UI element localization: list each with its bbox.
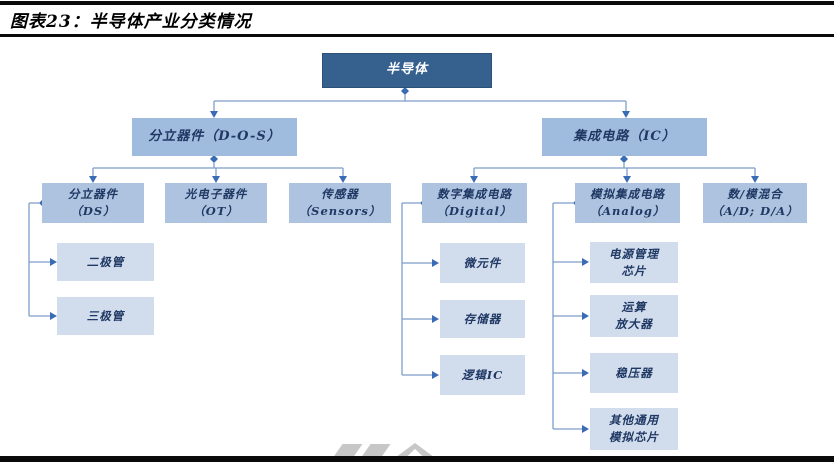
node-label-line1: 模拟集成电路 [590,187,665,202]
node-triode: 三极管 [57,297,154,335]
node-label-line1: 光电子器件 [184,187,248,202]
node-label-line1: 分立器件 [68,187,118,202]
node-memory: 存储器 [440,300,525,338]
node-label-line2: （OT） [193,204,239,218]
node-label: 半导体 [385,62,428,78]
node-optoelectronics: 光电子器件 （OT） [165,183,267,223]
node-label: 集成电路（IC） [573,128,676,144]
bottom-divider [0,456,834,462]
node-discrete-devices: 分立器件（D-O-S） [132,118,297,156]
node-label-line2: 放大器 [615,317,653,331]
node-label-line2: （Digital） [436,204,513,218]
node-discrete-ds: 分立器件 （DS） [42,183,144,223]
top-divider [0,1,834,5]
node-label-line2: （Sensors） [298,204,382,218]
node-diode: 二极管 [57,243,154,281]
node-label-line2: （Analog） [589,204,666,218]
node-sensors: 传感器 （Sensors） [289,183,391,223]
node-op-amp: 运算 放大器 [590,295,678,337]
figure-title: 图表23：半导体产业分类情况 [10,12,252,32]
node-label-line2: 模拟芯片 [609,430,659,444]
node-power-management-chip: 电源管理 芯片 [590,242,678,283]
node-label-line2: （A/D; D/A） [711,204,799,218]
node-label-line1: 其他通用 [609,413,659,428]
node-label: 逻辑IC [461,367,504,382]
node-label: 分立器件（D-O-S） [148,128,281,144]
node-label-line1: 数字集成电路 [437,187,512,202]
node-label-line1: 运算 [621,300,647,315]
node-logic-ic: 逻辑IC [440,355,525,395]
node-label: 三极管 [86,308,125,323]
node-label-line1: 传感器 [321,187,359,202]
node-label: 二极管 [86,254,125,269]
node-other-general-analog: 其他通用 模拟芯片 [590,408,678,450]
node-label: 稳压器 [615,365,653,380]
node-label-line2: （DS） [70,204,116,218]
node-mixed-signal: 数/模混合 （A/D; D/A） [703,183,807,223]
node-micro-components: 微元件 [440,243,525,283]
node-integrated-circuit: 集成电路（IC） [542,118,707,156]
watermark-icon [396,443,434,457]
node-label-line2: 芯片 [621,263,647,278]
node-digital-ic: 数字集成电路 （Digital） [422,183,527,223]
node-label-line1: 数/模混合 [727,187,783,202]
node-semiconductor: 半导体 [322,53,492,88]
node-label-line1: 电源管理 [609,246,659,261]
node-label: 存储器 [463,311,502,326]
title-divider [0,34,834,37]
node-label: 微元件 [463,255,502,270]
node-voltage-regulator: 稳压器 [590,353,678,393]
node-analog-ic: 模拟集成电路 （Analog） [575,183,680,223]
